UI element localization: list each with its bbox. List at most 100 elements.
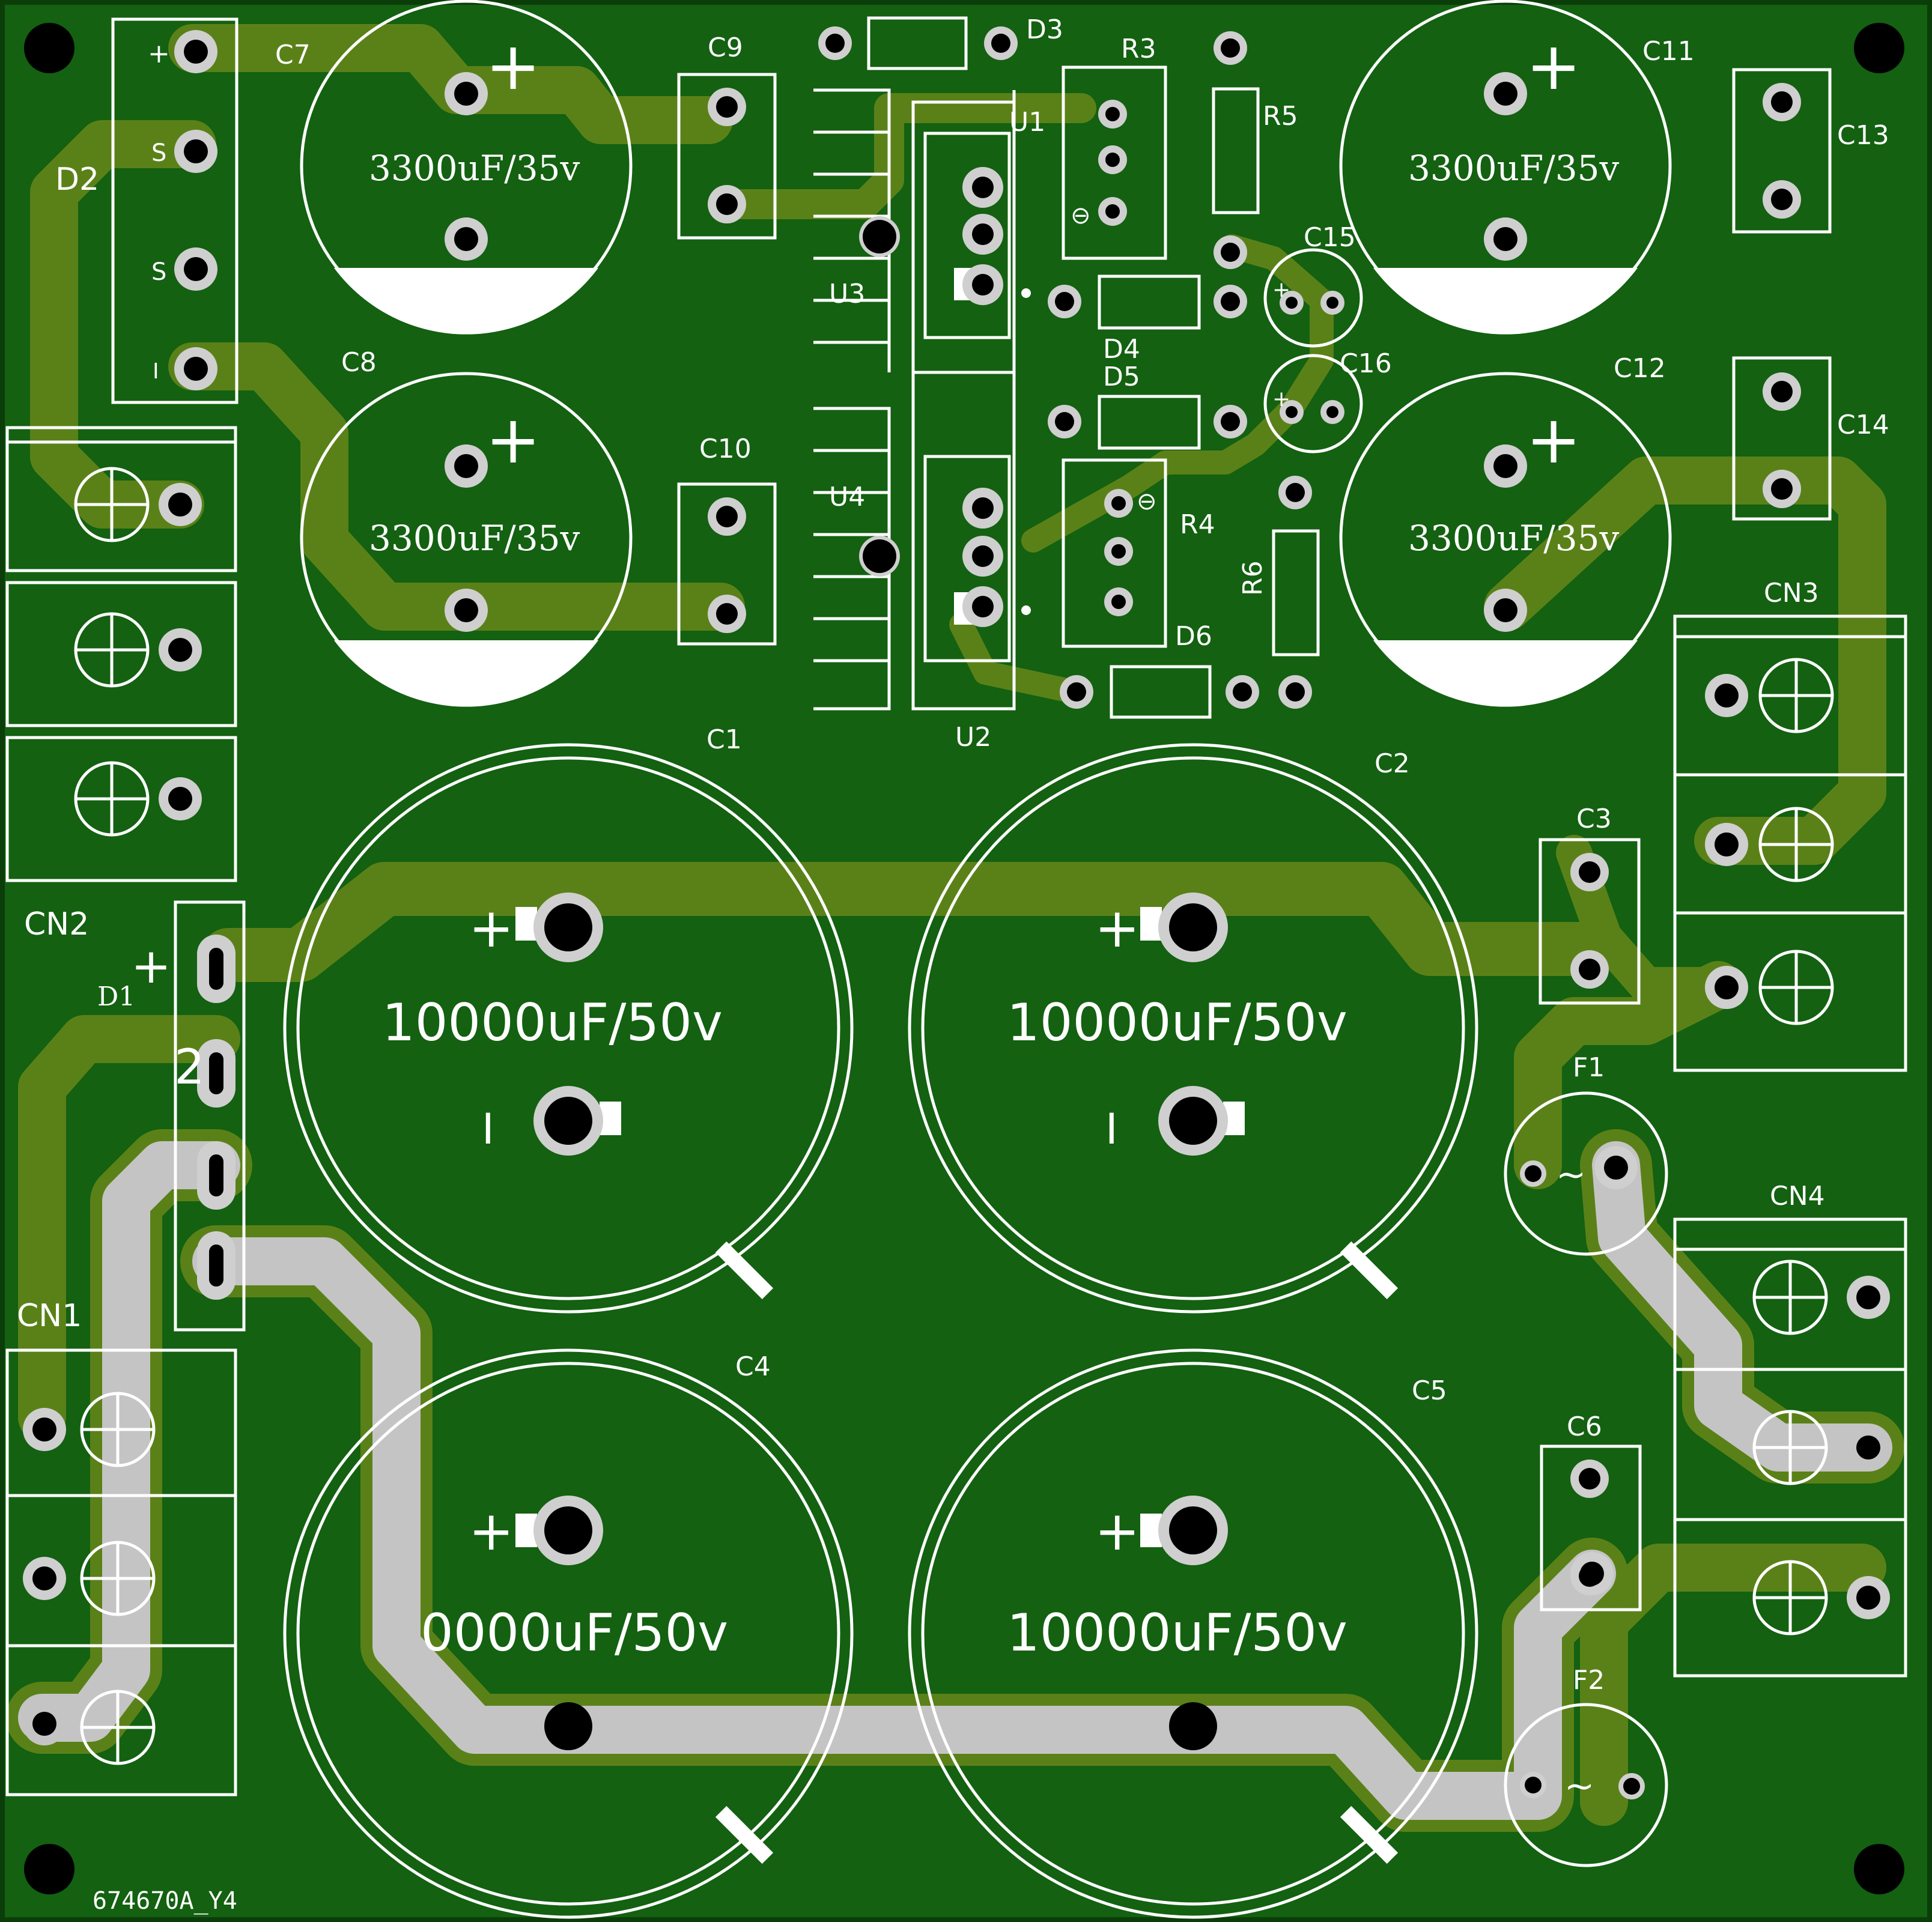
cn2-body-3 bbox=[5, 736, 237, 882]
label-u2: U2 bbox=[955, 722, 991, 753]
d4-outline bbox=[1098, 274, 1201, 330]
reference-designators: C7 C8 C9 C10 C11 C12 C13 C14 C15 C16 C1 … bbox=[17, 14, 1889, 1915]
c12-plus-icon: + bbox=[1526, 401, 1581, 478]
c1-minus-icon: I bbox=[482, 1105, 494, 1154]
c12-band bbox=[1373, 640, 1638, 707]
c2-plus-icon: + bbox=[1095, 897, 1140, 960]
label-c8: C8 bbox=[341, 347, 377, 378]
silkscreen bbox=[5, 0, 1907, 1919]
f2-tilde-icon: ~ bbox=[1564, 1765, 1594, 1807]
c11-band bbox=[1373, 268, 1638, 335]
label-d5: D5 bbox=[1103, 362, 1140, 392]
c1-outline bbox=[283, 743, 854, 1314]
cn4-body bbox=[1673, 1217, 1907, 1678]
c9-outline bbox=[677, 73, 777, 240]
board-id: 674670A_Y4 bbox=[93, 1887, 237, 1915]
label-c12: C12 bbox=[1614, 353, 1666, 384]
label-d6: D6 bbox=[1175, 621, 1212, 652]
label-c7: C7 bbox=[275, 40, 311, 70]
label-cn3: CN3 bbox=[1764, 578, 1819, 608]
label-c10: C10 bbox=[699, 434, 752, 464]
c5-plus-icon: + bbox=[1095, 1500, 1140, 1563]
c8-band bbox=[334, 640, 598, 707]
u1-body bbox=[923, 132, 1011, 339]
trace-d1-left bbox=[18, 1015, 240, 1442]
mounting-holes bbox=[24, 23, 1904, 1894]
mount-hole-tr bbox=[1854, 23, 1904, 73]
c7-value: 3300uF/35v bbox=[369, 148, 580, 189]
c8-plus-icon: + bbox=[485, 401, 541, 478]
capacitor-values: 3300uF/35v 3300uF/35v 3300uF/35v 3300uF/… bbox=[369, 148, 1620, 1663]
label-cn2: CN2 bbox=[24, 906, 89, 942]
top-traces bbox=[18, 24, 1886, 1826]
c8-value: 3300uF/35v bbox=[369, 518, 580, 559]
r5-outline bbox=[1212, 87, 1260, 214]
label-u1: U1 bbox=[1009, 107, 1045, 138]
c2-value: 10000uF/50v bbox=[1007, 993, 1347, 1053]
c10-outline bbox=[677, 482, 777, 646]
label-d1: D1 bbox=[97, 981, 135, 1012]
c2-minus-icon: I bbox=[1105, 1105, 1118, 1154]
d2-ac1-icon: S bbox=[151, 139, 166, 167]
c14-outline bbox=[1732, 356, 1832, 521]
label-d3: D3 bbox=[1026, 14, 1063, 45]
r3-outline bbox=[1062, 65, 1167, 260]
trace-f2-cn4 bbox=[1580, 1544, 1886, 1826]
r3-minus-icon: ⊖ bbox=[1071, 202, 1091, 229]
mount-hole-br bbox=[1854, 1844, 1904, 1894]
u2-body bbox=[923, 455, 1011, 662]
c5-value: 10000uF/50v bbox=[1007, 1603, 1347, 1663]
f1-outline bbox=[1504, 1091, 1668, 1256]
trace-bus bbox=[201, 862, 1613, 982]
c4-outline bbox=[283, 1348, 854, 1919]
label-c5: C5 bbox=[1412, 1375, 1447, 1406]
c15-plus-icon: + bbox=[1272, 277, 1290, 302]
d1-ac-icon: 2 bbox=[174, 1039, 205, 1095]
c4-value: 0000uF/50v bbox=[421, 1603, 728, 1663]
trace-c7-top bbox=[168, 24, 733, 144]
screw-symbols bbox=[74, 467, 1834, 1765]
d1-plus-icon: + bbox=[131, 938, 171, 994]
mount-hole-bl bbox=[24, 1844, 74, 1894]
cn1-body bbox=[5, 1348, 237, 1796]
label-f2: F2 bbox=[1573, 1665, 1605, 1696]
polarity-markings: + + + + + + + + I I + + S S I 2 ~ ~ + + … bbox=[131, 28, 1594, 1807]
c16-outline bbox=[1263, 354, 1363, 453]
d3-outline bbox=[867, 16, 968, 70]
c1-value: 10000uF/50v bbox=[382, 993, 723, 1053]
label-r5: R5 bbox=[1263, 101, 1298, 132]
c11-plus-icon: + bbox=[1526, 28, 1581, 105]
c4-inner bbox=[296, 1362, 840, 1906]
d1-outline bbox=[174, 900, 246, 1332]
c3-outline bbox=[1539, 838, 1641, 1005]
cn3-body bbox=[1673, 614, 1907, 1072]
r4-minus-icon: ⊖ bbox=[1137, 488, 1157, 515]
d6-outline bbox=[1110, 665, 1212, 719]
f2-outline bbox=[1504, 1703, 1668, 1867]
mount-hole-tl bbox=[24, 23, 74, 73]
c7-band bbox=[334, 268, 598, 335]
label-c2: C2 bbox=[1375, 748, 1410, 779]
label-c13: C13 bbox=[1837, 120, 1889, 151]
pads bbox=[23, 26, 1890, 1799]
c15-outline bbox=[1263, 248, 1363, 348]
label-f1: F1 bbox=[1573, 1052, 1605, 1083]
c2-outline bbox=[908, 743, 1478, 1314]
label-cn4: CN4 bbox=[1770, 1181, 1825, 1211]
label-c15: C15 bbox=[1304, 222, 1356, 253]
c12-value: 3300uF/35v bbox=[1408, 518, 1620, 559]
label-d2: D2 bbox=[55, 162, 99, 198]
f1-tilde-icon: ~ bbox=[1556, 1154, 1586, 1196]
cap-negative-bands bbox=[334, 268, 1638, 1864]
label-c6: C6 bbox=[1567, 1411, 1602, 1442]
label-d4: D4 bbox=[1103, 334, 1140, 365]
label-c4: C4 bbox=[735, 1351, 771, 1382]
trace-bottom-main bbox=[192, 1237, 1616, 1820]
label-c3: C3 bbox=[1576, 804, 1612, 834]
label-u4: U4 bbox=[829, 482, 865, 512]
heatsink-u1-u2 bbox=[813, 88, 1016, 711]
c13-outline bbox=[1732, 68, 1832, 234]
c11-value: 3300uF/35v bbox=[1408, 148, 1620, 189]
trace-c8-left bbox=[168, 342, 745, 631]
